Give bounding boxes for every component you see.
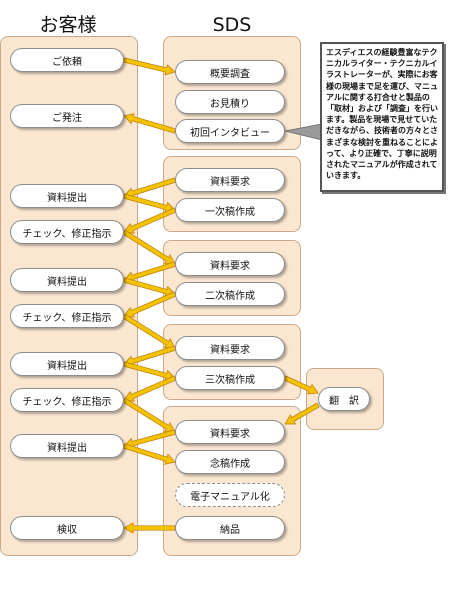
arrow-draft3-to-translation [283,375,319,395]
node-order: ご発注 [10,104,124,128]
node-material-request-3: 資料要求 [175,336,285,360]
arrow-layer [122,57,320,534]
node-second-draft: 二次稿作成 [175,282,285,306]
arrow-translation-to-request4 [284,402,320,425]
node-final-draft: 念稿作成 [175,450,285,474]
node-third-draft: 三次稿作成 [175,366,285,390]
arrow-submit2-to-draft2 [122,277,176,298]
interview-note: エスディエスの経験豊富なテクニカルライター・テクニカルイラストレーターが、実際に… [320,42,444,192]
node-material-request-4: 資料要求 [175,420,285,444]
node-material-request-2: 資料要求 [175,252,285,276]
node-acceptance: 検収 [10,516,124,540]
customer-column-title: お客様 [39,14,97,36]
node-submit-materials-3: 資料提出 [10,352,124,376]
arrow-check2-to-request3 [122,313,176,349]
arrow-check1-to-request2 [122,229,176,265]
arrow-submit3-to-draft3 [122,361,176,382]
node-submit-materials-2: 資料提出 [10,268,124,292]
node-request: ご依頼 [10,48,124,72]
node-submit-materials-1: 資料提出 [10,184,124,208]
callout-pointer [284,123,323,141]
node-estimate: お見積り [175,90,285,114]
node-overview-survey: 概要調査 [175,60,285,84]
node-translation: 翻 訳 [318,387,370,411]
node-check-revise-2: チェック、修正指示 [10,304,124,328]
arrow-delivery-to-acceptance [123,522,176,534]
node-delivery: 納品 [175,516,285,540]
arrow-submit4-to-final [122,443,176,465]
node-electronic-manual: 電子マニュアル化 [175,483,285,507]
node-check-revise-3: チェック、修正指示 [10,388,124,412]
node-first-interview: 初回インタビュー [175,119,285,143]
arrow-interview-to-order [123,113,177,134]
arrow-submit1-to-draft1 [122,193,176,214]
arrow-request-to-survey [123,57,176,76]
sds-column-title: SDS [212,14,252,36]
node-first-draft: 一次稿作成 [175,198,285,222]
node-material-request-1: 資料要求 [175,168,285,192]
node-submit-materials-4: 資料提出 [10,434,124,458]
node-check-revise-1: チェック、修正指示 [10,220,124,244]
arrow-check3-to-request4 [122,397,176,433]
